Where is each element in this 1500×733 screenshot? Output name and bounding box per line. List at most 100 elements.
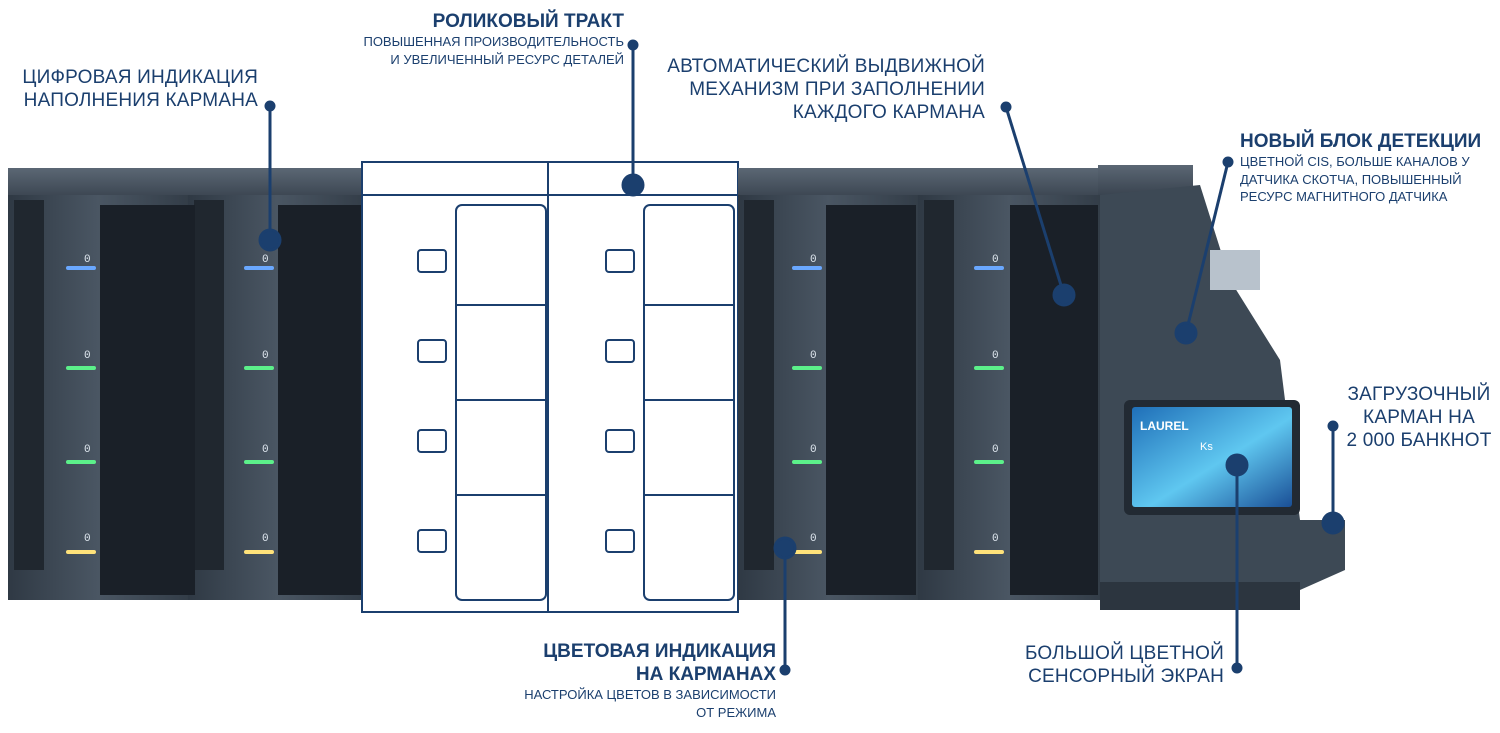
pocket-display-digit: 0	[84, 444, 91, 456]
pocket-display-digit: 0	[84, 533, 91, 545]
pocket-display-digit: 0	[84, 350, 91, 362]
outline-indicator	[417, 249, 447, 273]
callout-dot	[1231, 662, 1243, 674]
pocket-bay	[278, 205, 368, 595]
outline-pocket-stack	[643, 204, 735, 601]
callout-dot	[1327, 420, 1339, 432]
callout-title: НА КАРМАНАХ	[635, 664, 776, 686]
led-indicator	[244, 366, 274, 370]
callout-text: НАСТРОЙКА ЦВЕТОВ В ЗАВИСИМОСТИ	[524, 687, 776, 703]
pocket-display-digit: 0	[262, 444, 269, 456]
pocket-display-digit: 0	[992, 254, 999, 266]
callout-text: КАЖДОГО КАРМАНА	[792, 102, 985, 124]
callout-title: ЦВЕТОВАЯ ИНДИКАЦИЯ	[543, 641, 776, 662]
callout-marker	[1052, 283, 1076, 307]
callout-dot	[1222, 156, 1234, 168]
callout-text: КАРМАН НА	[1363, 407, 1475, 429]
callout-auto: АВТОМАТИЧЕСКИЙ ВЫДВИЖНОЙ МЕХАНИЗМ ПРИ ЗА…	[667, 55, 985, 125]
pocket-display-digit: 0	[810, 254, 817, 266]
callout-dot	[779, 664, 791, 676]
callout-text: РЕСУРС МАГНИТНОГО ДАТЧИКА	[1240, 189, 1448, 205]
screen-model: Ks	[1200, 441, 1213, 453]
callout-marker	[621, 173, 645, 197]
led-indicator	[66, 550, 96, 554]
led-indicator	[244, 460, 274, 464]
outline-pocket-stack	[455, 204, 547, 601]
module-side-panel	[744, 200, 774, 570]
callout-dot	[264, 100, 276, 112]
callout-marker	[1321, 511, 1345, 535]
callout-roller: РОЛИКОВЫЙ ТРАКТ ПОВЫШЕННАЯ ПРОИЗВОДИТЕЛЬ…	[363, 10, 624, 68]
outline-indicator	[605, 529, 635, 553]
outline-indicator	[605, 249, 635, 273]
pocket-display-digit: 0	[262, 533, 269, 545]
callout-detection: НОВЫЙ БЛОК ДЕТЕКЦИИ ЦВЕТНОЙ CIS, БОЛЬШЕ …	[1240, 130, 1481, 206]
callout-text: ОТ РЕЖИМА	[696, 704, 776, 720]
callout-marker	[258, 228, 282, 252]
callout-marker	[1174, 321, 1198, 345]
pocket-bay	[826, 205, 916, 595]
right-pocket-modules	[738, 168, 1100, 600]
led-indicator	[66, 460, 96, 464]
pocket-bay	[100, 205, 195, 595]
callout-marker	[773, 536, 797, 560]
pocket-displays: 0 0 0 0 0 0 0 0 0 0 0 0 0 0 0 0	[84, 254, 999, 545]
led-indicator	[792, 550, 822, 554]
pocket-display-digit: 0	[84, 254, 91, 266]
pocket-display-digit: 0	[262, 350, 269, 362]
callout-line	[1004, 106, 1066, 296]
callout-text: ЦИФРОВАЯ ИНДИКАЦИЯ	[22, 67, 258, 88]
led-indicator	[974, 366, 1004, 370]
led-indicator	[792, 460, 822, 464]
callout-text: МЕХАНИЗМ ПРИ ЗАПОЛНЕНИИ	[689, 79, 985, 101]
callout-text: ПОВЫШЕННАЯ ПРОИЗВОДИТЕЛЬНОСТЬ	[363, 34, 624, 50]
screen-brand: LAUREL	[1140, 419, 1189, 433]
callout-lines	[258, 39, 1345, 676]
pocket-display-digit: 0	[262, 254, 269, 266]
pocket-display-digit: 0	[992, 444, 999, 456]
module-side-panel	[194, 200, 224, 570]
callout-marker	[1225, 453, 1249, 477]
pocket-display-digit: 0	[810, 350, 817, 362]
unit-body	[1100, 185, 1345, 610]
feeder-tray	[1210, 250, 1260, 290]
led-indicator	[66, 266, 96, 270]
module-side-panel	[14, 200, 44, 570]
pocket-display-digit: 0	[810, 444, 817, 456]
led-indicator	[792, 266, 822, 270]
led-indicator	[974, 266, 1004, 270]
callout-text: СЕНСОРНЫЙ ЭКРАН	[1028, 666, 1224, 688]
led-indicator	[974, 550, 1004, 554]
led-indicator	[244, 550, 274, 554]
module-top	[738, 168, 918, 198]
led-indicator	[244, 266, 274, 270]
detection-unit	[1098, 165, 1345, 610]
roller-path-modules	[361, 161, 739, 613]
led-indicator	[792, 366, 822, 370]
pocket-bay	[1010, 205, 1098, 595]
unit-base	[1100, 582, 1300, 610]
callout-loading: ЗАГРУЗОЧНЫЙ КАРМАН НА 2 000 БАНКНОТ	[1344, 383, 1494, 453]
pocket-display-digit: 0	[992, 533, 999, 545]
callout-title: РОЛИКОВЫЙ ТРАКТ	[432, 11, 624, 32]
callout-text: ДАТЧИКА СКОТЧА, ПОВЫШЕННЫЙ	[1240, 171, 1462, 187]
module-side-panel	[924, 200, 954, 570]
callout-screen: БОЛЬШОЙ ЦВЕТНОЙ СЕНСОРНЫЙ ЭКРАН	[1025, 642, 1224, 688]
callout-text: ЗАГРУЗОЧНЫЙ	[1347, 384, 1491, 405]
callout-text: БОЛЬШОЙ ЦВЕТНОЙ	[1024, 643, 1224, 664]
callout-dot	[1000, 101, 1012, 113]
callout-title: НОВЫЙ БЛОК ДЕТЕКЦИИ	[1240, 131, 1482, 152]
module-top	[8, 168, 188, 198]
outline-indicator	[417, 339, 447, 363]
outline-indicator	[605, 429, 635, 453]
outline-indicator	[417, 529, 447, 553]
module-top	[188, 168, 366, 198]
callout-text: АВТОМАТИЧЕСКИЙ ВЫДВИЖНОЙ	[667, 56, 985, 77]
left-pocket-modules	[8, 168, 368, 600]
callout-text: НАПОЛНЕНИЯ КАРМАНА	[23, 90, 258, 112]
callout-color: ЦВЕТОВАЯ ИНДИКАЦИЯ НА КАРМАНАХ НАСТРОЙКА…	[524, 640, 776, 721]
module-top	[918, 168, 1100, 198]
pocket-display-digit: 0	[992, 350, 999, 362]
callout-text: И УВЕЛИЧЕННЫЙ РЕСУРС ДЕТАЛЕЙ	[390, 51, 624, 67]
